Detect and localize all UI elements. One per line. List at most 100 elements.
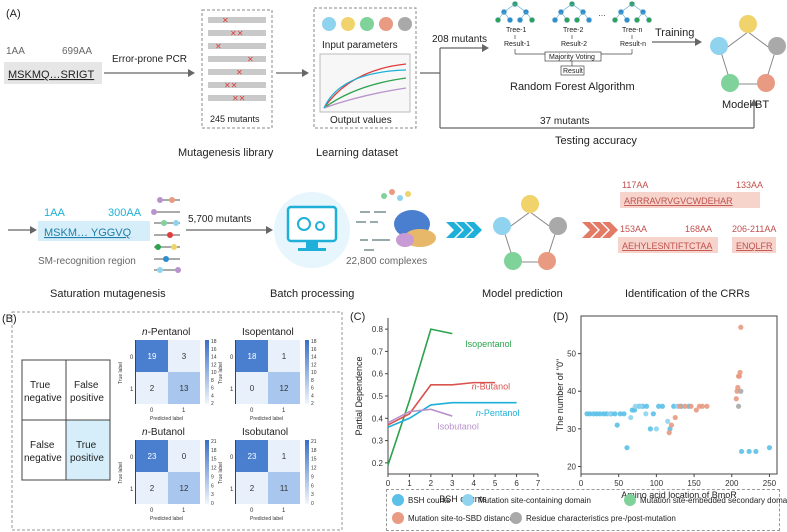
- scatter-point: [671, 403, 677, 409]
- pcr-label: Error-prone PCR: [112, 54, 187, 65]
- scatter-point: [624, 445, 630, 451]
- legend-swatch: [392, 512, 404, 524]
- svg-text:✕: ✕: [236, 68, 243, 77]
- computer-icon: [274, 192, 350, 268]
- scatter-point: [632, 403, 638, 409]
- colorbar: [305, 440, 309, 504]
- matrix-cell: [236, 340, 268, 372]
- crr2-end: 168AA: [685, 224, 712, 234]
- colorbar-tick: 0: [311, 501, 314, 507]
- output-label: Output values: [330, 115, 392, 126]
- scatter-point: [653, 426, 659, 432]
- series-label: n-Pentanol: [476, 408, 520, 418]
- y-tick: 0: [130, 355, 134, 361]
- x-tick-label: 0: [386, 479, 391, 488]
- y-tick: 1: [230, 487, 234, 493]
- crr1-box: [620, 192, 760, 208]
- scatter-point: [650, 411, 656, 417]
- svg-text:True: True: [30, 380, 51, 391]
- matrix-value: 2: [250, 484, 255, 493]
- input-label: Input parameters: [322, 40, 398, 51]
- colorbar-tick: 12: [311, 466, 317, 472]
- tree-n-label: Tree-n: [622, 27, 642, 34]
- colorbar-tick: 6: [211, 386, 214, 392]
- batch-caption: Batch processing: [270, 288, 354, 300]
- matrix-value: 23: [248, 452, 257, 461]
- crr2-box: [618, 237, 718, 253]
- model-bt-network: [710, 15, 786, 92]
- legend-label: Mutation site-embedded secondary domain: [640, 495, 787, 505]
- matrix-cell: [236, 440, 268, 472]
- crr1-start: 117AA: [622, 180, 648, 190]
- panel-c-label: (C): [350, 311, 365, 323]
- crr-caption: Identification of the CRRs: [625, 288, 750, 300]
- legend-swatch: [392, 494, 404, 506]
- crr1-end: 133AA: [736, 180, 763, 190]
- matrix-title: n-Pentanol: [142, 327, 190, 338]
- y-tick-label: 0.5: [372, 392, 384, 401]
- x-tick-label: 3: [450, 479, 455, 488]
- random-forest-trees: [495, 1, 652, 23]
- matrix-cell: [268, 372, 300, 404]
- x-tick-label: 0: [579, 479, 584, 488]
- panel-b-label: (B): [2, 313, 17, 325]
- sm-caption: Saturation mutagenesis: [50, 288, 166, 300]
- scatter-point: [628, 414, 634, 421]
- colorbar-tick: 6: [211, 483, 214, 489]
- matrix-yaxis: [235, 440, 236, 504]
- legend-item: Mutation site-embedded secondary domain: [624, 494, 787, 506]
- plot-frame: [580, 315, 778, 475]
- matrix-value: 0: [250, 384, 255, 393]
- y-axis-title: Partial Dependence: [354, 356, 364, 435]
- svg-text:✕✕: ✕✕: [224, 81, 237, 90]
- training-label: Training: [655, 27, 694, 39]
- model-caption: Model BT: [722, 99, 769, 111]
- y-tick: 1: [130, 387, 134, 393]
- scatter-point: [704, 403, 710, 409]
- legend-label: Mutation site-to-SBD distance: [408, 513, 514, 523]
- rf-caption: Random Forest Algorithm: [510, 81, 635, 93]
- svg-text:positive: positive: [70, 393, 104, 404]
- scatter-point: [587, 411, 593, 417]
- seq-start-label: 1AA: [6, 46, 25, 57]
- series-label: Isopentanol: [465, 339, 512, 349]
- scatter-point: [677, 403, 683, 409]
- series-line: [387, 401, 517, 428]
- svg-text:True: True: [76, 440, 97, 451]
- dataset-caption: Learning dataset: [316, 147, 398, 159]
- legend-item: Residue characteristics pre-/post-mutati…: [510, 512, 676, 524]
- train-count: 208 mutants: [432, 34, 487, 45]
- legend-item: Mutation site-containing domain: [462, 494, 591, 506]
- panel-a-label: (A): [6, 8, 21, 20]
- series-label: n-Butanol: [472, 381, 511, 391]
- crr3-range: 206-211AA: [732, 224, 776, 234]
- tree-1-label: Tree-1: [506, 27, 526, 34]
- scatter-point: [647, 426, 653, 432]
- scatter-point: [656, 403, 662, 409]
- sm-seq: MSKM… YGGVQ: [44, 227, 132, 239]
- panel-b: (B) True negative False positive False n…: [2, 311, 343, 531]
- lib-caption: Mutagenesis library: [178, 147, 274, 159]
- matrix-value: 3: [182, 352, 187, 361]
- sm-start: 1AA: [44, 207, 65, 219]
- scatter-point: [672, 414, 678, 421]
- crr2-seq: AEHYLESNTIFTCTAA: [622, 241, 712, 251]
- legend-swatch: [462, 494, 474, 506]
- y-tick: 1: [230, 387, 234, 393]
- matrix-cell: [168, 372, 200, 404]
- colorbar-tick: 3: [211, 492, 214, 498]
- result-n-label: Result-n: [620, 41, 646, 48]
- colorbar-tick: 6: [311, 483, 314, 489]
- matrix-cell: [268, 440, 300, 472]
- svg-text:False: False: [30, 440, 55, 451]
- svg-text:✕✕: ✕✕: [232, 94, 245, 103]
- svg-text:✕: ✕: [215, 42, 222, 51]
- colorbar-tick: 15: [211, 457, 217, 463]
- legend-label: BSH counts: [408, 495, 451, 505]
- colorbar-tick: 18: [311, 448, 317, 454]
- matrix-yaxis: [235, 340, 236, 404]
- matrix-cell: [168, 340, 200, 372]
- tree-2-label: Tree-2: [563, 27, 583, 34]
- matrix-cell: [168, 440, 200, 472]
